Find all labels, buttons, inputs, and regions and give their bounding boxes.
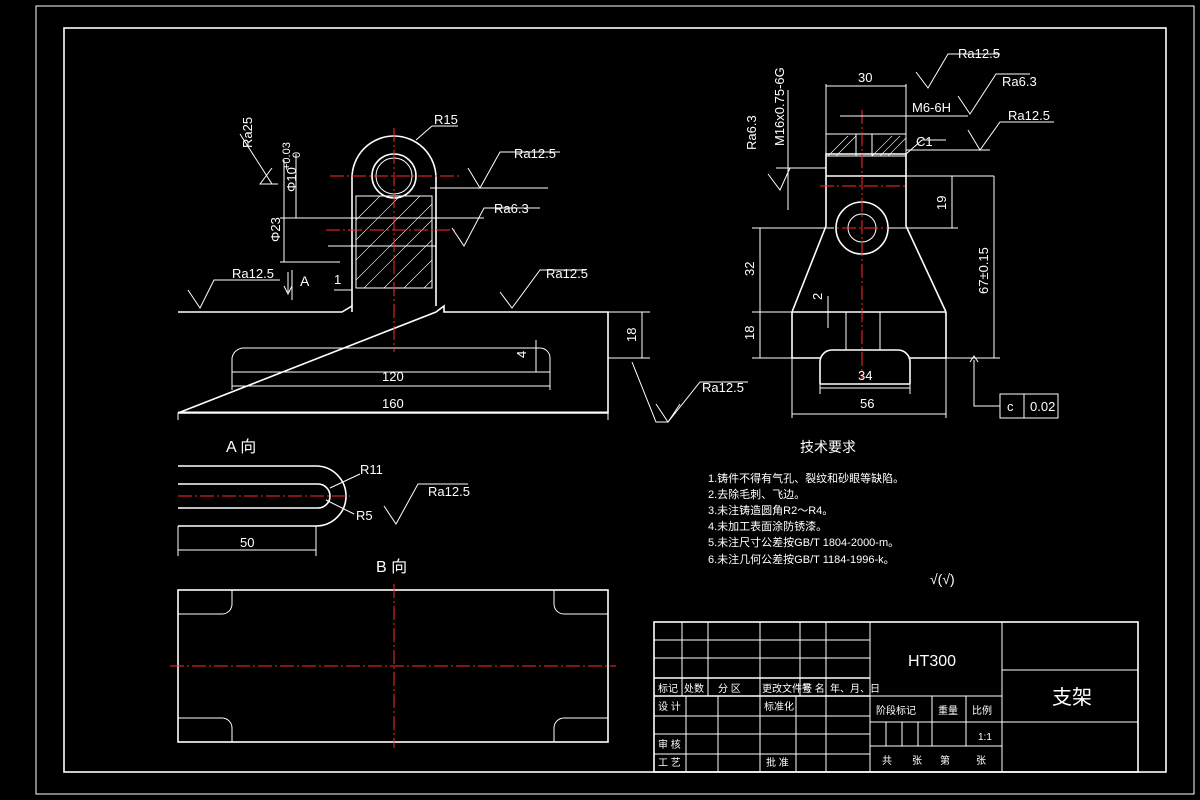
tolerance-value: 0.02 (1030, 399, 1055, 414)
tb-material: HT300 (908, 653, 956, 670)
roughness-side: Ra12.5 Ra6.3 Ra12.5 Ra6.3 (744, 46, 1054, 191)
b-view-label: B 向 (376, 558, 407, 576)
tb-total: 共 (882, 755, 892, 767)
dim-160: 160 (382, 396, 404, 411)
tb-page: 第 (940, 754, 950, 767)
ra25-label: Ra25 (240, 117, 255, 148)
tb-approve: 批 准 (766, 756, 789, 769)
dim-120: 120 (382, 369, 404, 384)
ra63-front: Ra6.3 (494, 201, 529, 216)
tb-h-mark: 标记 (658, 683, 678, 695)
tech-item-3: 3.未注铸造圆角R2～R4。 (708, 503, 833, 517)
dim-19: 19 (934, 196, 949, 210)
tech-title: 技术要求 (800, 439, 856, 455)
dim-2: 2 (810, 293, 825, 300)
tb-process: 工 艺 (658, 757, 681, 769)
outer-border (35, 5, 1195, 795)
tb-part-name: 支架 (1052, 686, 1092, 709)
dim-phi10: Φ10 (284, 167, 299, 192)
ra125-front-4: Ra12.5 (702, 380, 744, 395)
inner-border (63, 27, 1167, 773)
dim-34: 34 (858, 368, 872, 383)
a-view: A 向 R11 R5 50 Ra12.5 (177, 438, 470, 556)
dim-m16: M16x0.75-6G (772, 67, 787, 146)
tb-scale: 1:1 (978, 732, 992, 743)
ra125-front-2: Ra12.5 (232, 266, 274, 281)
dim-phi10-tol-up: +0.03 (281, 142, 293, 170)
roughness-front: Ra25 Ra12.5 Ra6.3 Ra12.5 Ra12.5 Ra12.5 (187, 117, 748, 423)
tb-review: 审 核 (658, 738, 681, 751)
dim-18-side: 18 (742, 326, 757, 340)
ra63-side-1: Ra6.3 (1002, 74, 1037, 89)
tb-standard: 标准化 (764, 700, 794, 713)
tech-item-6: 6.未注几何公差按GB/T 1184-1996-k。 (708, 552, 895, 566)
ra125-a-view: Ra12.5 (428, 484, 470, 499)
dim-32: 32 (742, 262, 757, 276)
tb-page-unit: 张 (976, 755, 986, 767)
dim-1: 1 (334, 272, 341, 287)
ra125-side-2: Ra12.5 (1008, 108, 1050, 123)
tech-item-1: 1.铸件不得有气孔、裂纹和砂眼等缺陷。 (708, 471, 904, 485)
roughness-other: √(√) (930, 571, 955, 587)
tb-sheets: 张 (912, 755, 922, 767)
tech-item-4: 4.未加工表面涂防锈漆。 (708, 519, 827, 533)
tb-h-date: 年、月、日 (830, 682, 880, 695)
tb-weight: 重量 (938, 704, 958, 717)
tb-h-count: 处数 (684, 682, 704, 695)
ra125-front-1: Ra12.5 (514, 146, 556, 161)
view-arrow-a (283, 272, 293, 296)
ra125-side-1: Ra12.5 (958, 46, 1000, 61)
dim-56: 56 (860, 396, 874, 411)
dim-phi23: Φ23 (268, 217, 283, 242)
tech-requirements: 技术要求 1.铸件不得有气孔、裂纹和砂眼等缺陷。 2.去除毛刺、飞边。 3.未注… (708, 439, 955, 587)
dim-r11: R11 (360, 462, 383, 477)
dim-4: 4 (514, 351, 529, 358)
a-view-label: A 向 (226, 438, 256, 456)
side-view: 30 M6-6H M16x0.75-6G C1 19 32 18 2 67±0.… (742, 67, 1000, 418)
tolerance-frame: c 0.02 (969, 355, 1059, 419)
tb-stage: 阶段标记 (876, 704, 916, 717)
tb-scale-label: 比例 (972, 704, 992, 717)
dim-50: 50 (240, 535, 254, 550)
title-block: 标记 处数 分 区 更改文件号 签 名 年、月、日 设 计 标准化 审 核 工 … (653, 621, 1139, 773)
b-view: B 向 (170, 558, 616, 748)
dim-r5: R5 (356, 508, 373, 523)
tech-item-5: 5.未注尺寸公差按GB/T 1804-2000-m。 (708, 535, 899, 549)
dim-phi10-tol-lo: 0 (291, 152, 303, 158)
tb-h-zone: 分 区 (718, 683, 741, 695)
tech-item-2: 2.去除毛刺、飞边。 (708, 487, 805, 501)
dim-c1: C1 (916, 134, 933, 149)
ra125-front-3: Ra12.5 (546, 266, 588, 281)
dim-18-front: 18 (624, 328, 639, 342)
view-marker-a: A (300, 273, 310, 289)
dim-30: 30 (858, 70, 872, 85)
dim-67: 67±0.15 (976, 247, 991, 294)
ra63-side-2: Ra6.3 (744, 115, 759, 150)
tb-design: 设 计 (658, 700, 681, 713)
tolerance-symbol: c (1007, 399, 1014, 414)
front-view: R15 Φ10 +0.03 0 Φ23 1 4 18 120 160 A (177, 112, 650, 420)
tb-h-sign: 签 名 (802, 682, 825, 695)
dim-m6: M6-6H (912, 100, 951, 115)
tb-h-doc: 更改文件号 (762, 682, 812, 695)
dim-r15: R15 (434, 112, 458, 127)
